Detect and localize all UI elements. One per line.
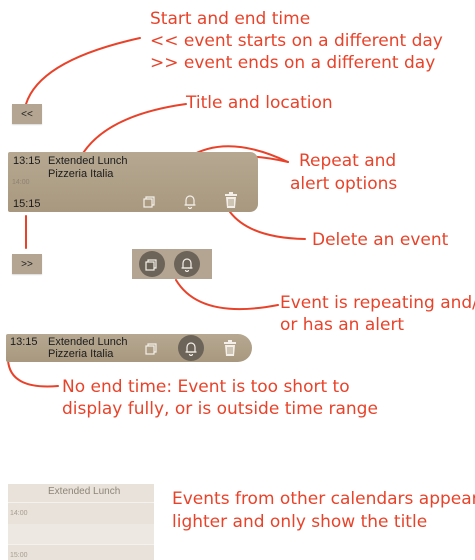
annotation-repeat-line2: alert options	[290, 174, 398, 194]
annotation-time-line3: >> event ends on a different day	[150, 53, 436, 73]
connector-repeating	[175, 279, 279, 311]
event-start-time: 13:15	[13, 155, 41, 167]
repeating-alert-indicator-strip	[132, 249, 212, 279]
repeat-icon[interactable]	[144, 340, 160, 356]
ends-next-day-button[interactable]: >>	[12, 254, 42, 274]
hour-gridline	[8, 544, 154, 545]
connector-noend	[7, 359, 59, 388]
connector-time	[25, 37, 141, 105]
short-event-title: Extended Lunch	[48, 336, 128, 348]
annotation-repeat-line1: Repeat and	[299, 151, 397, 171]
short-event-start-time: 13:15	[10, 336, 38, 348]
short-event-location: Pizzeria Italia	[48, 348, 114, 360]
annotation-title-location: Title and location	[186, 93, 333, 113]
bell-icon[interactable]	[182, 193, 198, 209]
annotation-delete: Delete an event	[312, 230, 449, 250]
alert-active-button[interactable]	[178, 335, 204, 361]
connector-delete	[229, 211, 306, 240]
annotation-noend-line2: display fully, or is outside time range	[62, 399, 378, 419]
annotation-other-line2: lighter and only show the title	[172, 512, 428, 532]
hour-gridline	[8, 502, 154, 503]
repeat-icon[interactable]	[142, 193, 158, 209]
annotation-time-line2: << event starts on a different day	[150, 31, 443, 51]
trash-icon[interactable]	[222, 339, 238, 357]
annotation-noend-line1: No end time: Event is too short to	[62, 377, 350, 397]
other-calendar-event[interactable]: Extended Lunch 14:00 15:00	[8, 484, 154, 560]
hour-label-15: 15:00	[10, 552, 28, 559]
annotation-repeating-line2: or has an alert	[280, 315, 405, 335]
annotation-time-line1: Start and end time	[150, 9, 311, 29]
event-title: Extended Lunch	[48, 155, 128, 167]
trash-icon[interactable]	[223, 191, 239, 209]
hour-marker-14: 14:00	[12, 179, 30, 186]
other-calendar-event-title: Extended Lunch	[48, 486, 121, 497]
short-event-pill[interactable]: 13:15 Extended Lunch Pizzeria Italia	[6, 334, 252, 362]
starts-previous-day-button[interactable]: <<	[12, 104, 42, 124]
event-end-time: 15:15	[13, 198, 41, 210]
event-card[interactable]: 13:15 Extended Lunch Pizzeria Italia 14:…	[8, 152, 258, 212]
event-location: Pizzeria Italia	[48, 168, 114, 180]
hour-label-14: 14:00	[10, 510, 28, 517]
annotation-repeating-line1: Event is repeating and/	[280, 293, 475, 313]
hour-band	[8, 524, 154, 544]
alert-active-button[interactable]	[174, 251, 200, 277]
repeat-active-button[interactable]	[139, 251, 165, 277]
annotation-other-line1: Events from other calendars appear	[172, 489, 475, 509]
repeat-icon	[145, 259, 157, 271]
bell-icon	[181, 257, 193, 272]
bell-icon	[185, 341, 197, 356]
